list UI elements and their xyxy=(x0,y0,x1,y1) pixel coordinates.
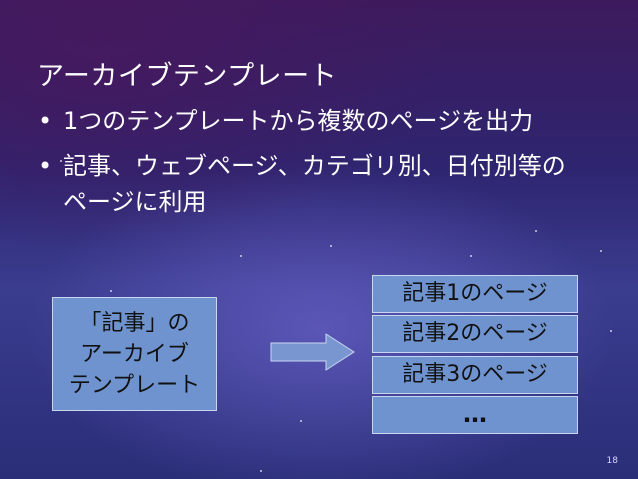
bullet-item: • 記事、ウェブページ、カテゴリ別、日付別等のページに利用 xyxy=(38,148,578,220)
bullet-marker: • xyxy=(38,107,53,135)
bullet-item: • 1つのテンプレートから複数のページを出力 xyxy=(38,103,578,139)
template-box-line: 「記事」の xyxy=(79,311,190,336)
template-box-line: テンプレート xyxy=(68,373,201,398)
output-page-box: 記事2のページ xyxy=(372,315,578,353)
bullet-text: 記事、ウェブページ、カテゴリ別、日付別等のページに利用 xyxy=(63,152,566,216)
slide-title: アーカイブテンプレート xyxy=(37,61,338,92)
output-page-box: 記事1のページ xyxy=(372,275,578,313)
bullet-text: 1つのテンプレートから複数のページを出力 xyxy=(63,107,534,135)
archive-template-box: 「記事」の アーカイブ テンプレート xyxy=(52,297,217,411)
output-ellipsis-box: … xyxy=(372,396,578,434)
slide-number: 18 xyxy=(606,456,618,466)
output-page-box: 記事3のページ xyxy=(372,356,578,394)
bullet-marker: • xyxy=(38,152,53,180)
right-arrow-icon xyxy=(270,333,355,371)
bullet-list: • 1つのテンプレートから複数のページを出力 • 記事、ウェブページ、カテゴリ別… xyxy=(38,103,578,229)
template-box-line: アーカイブ xyxy=(80,342,189,367)
